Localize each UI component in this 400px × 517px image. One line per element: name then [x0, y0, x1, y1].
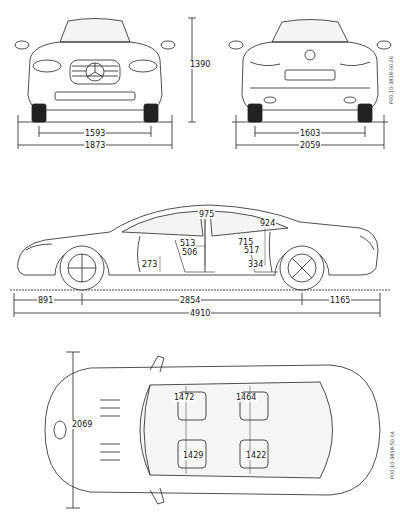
dimension-value: 1464: [235, 393, 257, 402]
dimension-value: 513: [179, 239, 196, 248]
drawing-code: P00.10-3838-50.04: [389, 430, 395, 480]
dimension-value: 1165: [329, 296, 351, 305]
dimension-value: 975: [198, 210, 215, 219]
dimension-value: 506: [181, 248, 198, 257]
dimension-value: 2854: [179, 296, 201, 305]
dimension-value: 1390: [189, 60, 211, 69]
dimension-value: 1593: [84, 129, 106, 138]
dimension-value: 334: [247, 260, 264, 269]
front-view: [15, 18, 196, 149]
dimension-value: 517: [243, 246, 260, 255]
dimension-value: 1429: [182, 451, 204, 460]
dimension-value: 924: [259, 219, 276, 228]
dimension-value: 2059: [299, 141, 321, 150]
dimension-value: 273: [141, 260, 158, 269]
drawing-code: P00.10-3838-00.06: [388, 55, 394, 105]
dimension-value: 1422: [245, 451, 267, 460]
dimension-value: 4910: [189, 309, 211, 318]
top-view: [45, 352, 380, 508]
rear-view: [229, 20, 391, 150]
side-view: [10, 205, 390, 317]
dimension-value: 1472: [173, 393, 195, 402]
dimension-value: 1603: [299, 129, 321, 138]
dimension-value: 1873: [84, 141, 106, 150]
dimension-value: 2069: [71, 420, 93, 429]
dimension-value: 891: [37, 296, 54, 305]
